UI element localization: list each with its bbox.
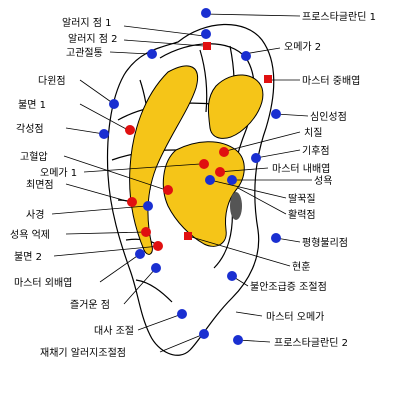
blue-point	[205, 175, 215, 185]
blue-point	[151, 263, 161, 273]
red-square-point	[184, 232, 192, 240]
label-vitality-point: 활력점	[288, 208, 316, 221]
red-point	[163, 185, 173, 195]
label-balance-point: 평형불리점	[302, 237, 348, 249]
label-alertness-point: 각성점	[16, 123, 44, 135]
blue-point	[251, 153, 261, 163]
blue-point	[109, 99, 119, 109]
label-vertigo: 현훈	[292, 260, 310, 273]
label-insomnia-2: 불면 2	[14, 251, 42, 263]
label-sneeze-allergy-control-point: 재채기 알러지조절점	[40, 346, 126, 359]
blue-point	[143, 201, 153, 211]
label-omega-1: 오메가 1	[40, 167, 77, 179]
label-master-ectoderm: 마스터 외배엽	[14, 277, 72, 289]
label-psychosomatic-point: 심인성점	[310, 111, 347, 123]
red-point	[215, 167, 225, 177]
label-metabolism-control: 대사 조절	[94, 324, 134, 337]
label-allergy-point-1: 알러지 점 1	[62, 17, 112, 29]
label-master-mesoderm: 마스터 중배엽	[302, 75, 360, 87]
label-insomnia-1: 불면 1	[18, 99, 46, 111]
blue-point	[201, 8, 211, 18]
blue-point	[199, 329, 209, 339]
label-anxiety-control-point: 불안조급증 조절점	[250, 280, 327, 293]
blue-point	[227, 175, 237, 185]
yellow-zone-concha	[162, 141, 245, 247]
labels: 프로스타글란딘 1 알러지 점 1 알러지 점 2 고관절통 오메가 2 마스터…	[10, 11, 376, 359]
blue-point	[271, 109, 281, 119]
label-allergy-point-2: 알러지 점 2	[68, 33, 118, 45]
ear-outline	[106, 23, 275, 356]
label-hiccups: 딸꾹질	[288, 193, 316, 205]
ear-canal-spot	[230, 192, 242, 220]
blue-point	[227, 271, 237, 281]
label-prostaglandin-1: 프로스타글란딘 1	[302, 11, 376, 23]
ear-grid-line	[199, 49, 208, 113]
label-master-omega: 마스터 오메가	[266, 311, 324, 323]
label-hip-joint-pain: 고관절통	[66, 46, 103, 59]
red-point	[199, 159, 209, 169]
label-climate-point: 기후점	[302, 145, 330, 157]
red-points	[125, 42, 272, 251]
red-square-point	[264, 75, 272, 83]
label-master-endoderm: 마스터 내배엽	[272, 163, 330, 175]
leader-lines	[51, 13, 312, 353]
blue-point	[201, 29, 211, 39]
blue-points	[99, 8, 281, 345]
label-hypertension: 고혈압	[20, 150, 48, 163]
yellow-zone-upper	[207, 74, 264, 139]
label-hemorrhoids: 치질	[304, 127, 322, 139]
blue-point	[233, 335, 243, 345]
ear-grid-line	[135, 279, 173, 303]
red-point	[127, 197, 137, 207]
red-point	[141, 227, 151, 237]
blue-point	[241, 51, 251, 61]
blue-point	[177, 309, 187, 319]
red-point	[219, 147, 229, 157]
blue-point	[147, 49, 157, 59]
blue-point	[271, 233, 281, 243]
label-libido-suppression: 성욕 억제	[10, 229, 50, 241]
label-pleasure-point: 즐거운 점	[70, 299, 110, 311]
blue-point	[99, 129, 109, 139]
label-darwin-point: 다윈점	[38, 75, 66, 87]
red-point	[125, 125, 135, 135]
red-point	[153, 241, 163, 251]
blue-point	[135, 249, 145, 259]
label-libido: 성욕	[314, 175, 332, 187]
label-prostaglandin-2: 프로스타글란딘 2	[274, 337, 348, 349]
red-square-point	[203, 42, 211, 50]
ear-inner-rim	[159, 43, 255, 269]
label-omega-2: 오메가 2	[284, 41, 321, 53]
label-torticollis: 사경	[26, 208, 44, 221]
label-hypnosis-point: 최면점	[26, 179, 54, 191]
